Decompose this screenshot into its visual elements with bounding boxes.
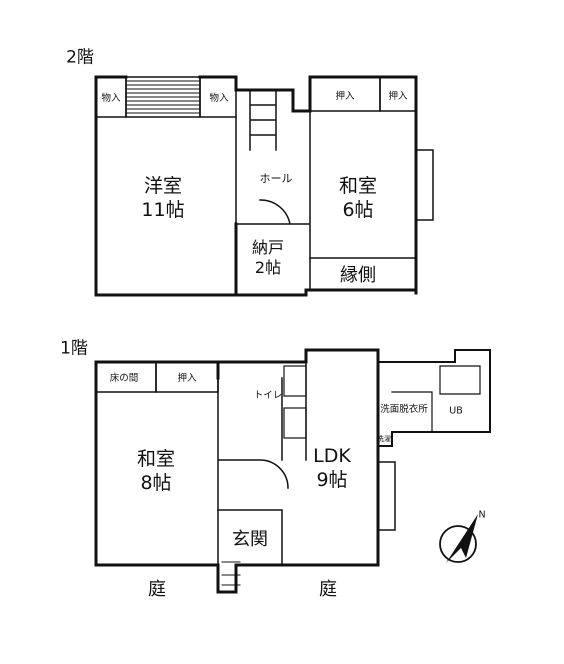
oshiire-right-2f: 押入	[388, 91, 408, 102]
room-name: 和室	[136, 448, 176, 470]
niwa-right: 庭	[319, 579, 337, 600]
room-engawa: 縁側	[340, 265, 376, 286]
compass	[439, 514, 478, 563]
room-size: 9帖	[316, 469, 348, 491]
room-hall: ホール	[259, 172, 293, 185]
compass-needle	[446, 514, 478, 563]
floor2-walls	[94, 75, 434, 297]
room-senmen: 洗面脱衣所	[380, 404, 428, 415]
room-ub: UB	[449, 405, 463, 417]
compass-north-label: N	[478, 509, 486, 521]
sentaku: 洗濯	[377, 435, 391, 443]
oshiire-1f: 押入	[177, 373, 197, 384]
room-nando: 納戸 2帖	[252, 238, 284, 278]
room-name: 洋室	[143, 175, 182, 197]
room-size: 6帖	[342, 199, 374, 221]
room-washitsu-2f: 和室 6帖	[339, 174, 377, 222]
room-size: 11帖	[141, 199, 185, 221]
niwa-left: 庭	[148, 579, 166, 600]
oshiire-left-2f: 押入	[335, 91, 355, 102]
tokonoma: 床の間	[109, 373, 139, 384]
room-name: 和室	[338, 175, 378, 197]
room-name: LDK	[313, 445, 351, 467]
floor2-title: 2階	[66, 47, 94, 68]
floor1-walls	[94, 348, 491, 594]
room-toilet: トイレ	[253, 390, 283, 401]
monoire-right: 物入	[209, 93, 229, 104]
room-size: 8帖	[140, 472, 172, 494]
room-size: 2帖	[254, 258, 282, 277]
room-name: 納戸	[251, 238, 285, 257]
monoire-left: 物入	[101, 93, 121, 104]
room-genkan: 玄関	[232, 529, 268, 550]
room-youshitsu-2f: 洋室 11帖	[141, 174, 184, 222]
floor1-title: 1階	[60, 338, 88, 359]
room-ldk: LDK 9帖	[313, 444, 351, 492]
compass-circle	[439, 525, 477, 563]
room-washitsu-1f: 和室 8帖	[137, 447, 175, 495]
